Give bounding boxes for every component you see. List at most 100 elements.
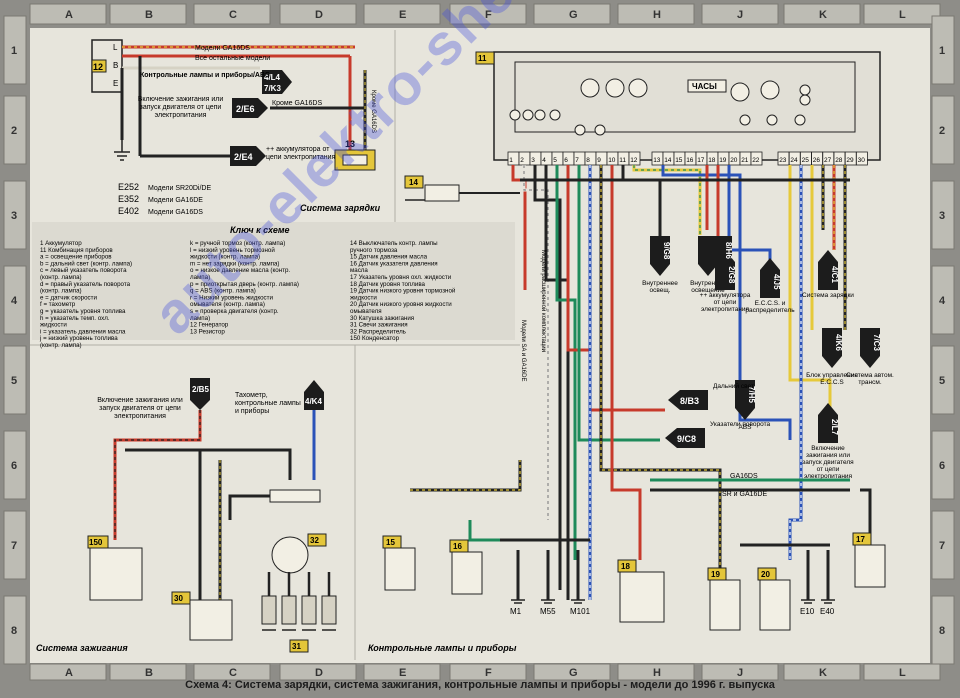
key-line: s = проверка двигателя (контр.	[190, 308, 279, 315]
key-line: o = низкое давление масла (контр.	[190, 267, 290, 274]
pin-27: 27	[824, 157, 832, 164]
grid-col-bottom-J: J	[737, 667, 743, 679]
svg-text:4/K6: 4/K6	[834, 334, 843, 351]
spark-plug	[281, 595, 297, 625]
key-line: l = низкий уровень тормозной	[190, 247, 275, 254]
pin-7: 7	[575, 157, 579, 164]
key-line: 1 Аккумулятор	[40, 240, 82, 247]
key-col-2: k = ручной тормоз (контр. лампа)l = низк…	[190, 240, 299, 335]
lamp-bulb	[739, 114, 751, 126]
pin-25: 25	[802, 157, 810, 164]
key-line: k = ручной тормоз (контр. лампа)	[190, 240, 285, 247]
lamp-label: Контрольные лампы и приборы/ABS	[140, 71, 270, 79]
pin-22: 22	[752, 157, 760, 164]
pin-13: 13	[653, 157, 661, 164]
note-except-ga16ds-v: Кроме GA16DS	[370, 90, 376, 133]
grid-row-right-3: 3	[939, 210, 945, 222]
key-line: 11 Комбинация приборов	[40, 247, 113, 254]
ground-m55: M55	[540, 607, 556, 616]
pin-26: 26	[813, 157, 821, 164]
key-line: 19 Датчик низкого уровня тормозной	[350, 288, 456, 295]
key-line: b = дальний свет (контр. лампа)	[40, 260, 132, 267]
grid-col-J: J	[737, 9, 743, 21]
sensor-17	[854, 544, 886, 588]
grid-col-K: K	[819, 9, 827, 21]
comp-30-label: 30	[174, 594, 183, 603]
grid-col-bottom-H: H	[653, 667, 661, 679]
sensor-19-label: 19	[711, 570, 720, 579]
section-ignition: Система зажигания	[36, 643, 128, 653]
grid-col-A: A	[65, 9, 73, 21]
spark-plug	[321, 595, 337, 625]
key-title: Ключ к схеме	[230, 225, 290, 235]
grid-row-right-7: 7	[939, 540, 945, 552]
pin-28: 28	[835, 157, 843, 164]
pin-11: 11	[619, 157, 626, 164]
grid-col-E: E	[399, 9, 406, 21]
grid-row-4: 4	[11, 295, 18, 307]
key-line: 32 Распределитель	[350, 328, 406, 335]
note-ga16ds: Модели GA16DS	[195, 45, 250, 52]
svg-text:2/L7: 2/L7	[830, 419, 839, 436]
key-line: 31 Свечи зажигания	[350, 322, 408, 329]
terminal-l: L	[113, 43, 118, 52]
vlabel-sa-ga16de: Модели SA и GA16DE	[520, 320, 526, 381]
key-line: 18 Датчик уровня топлива	[350, 281, 426, 288]
tacho-label: Тахометр, контрольные лампы и приборы	[235, 392, 301, 415]
lamp-bulb	[522, 109, 534, 121]
section-charging: Система зарядки	[300, 203, 381, 213]
key-line: 20 Датчик низкого уровня жидкости	[350, 301, 452, 308]
section-lamps: Контрольные лампы и приборы	[368, 643, 517, 653]
grid-col-G: G	[569, 9, 578, 21]
spark-plug	[261, 595, 277, 625]
svg-text:9/G8: 9/G8	[662, 242, 671, 260]
grid-row-7: 7	[11, 540, 17, 552]
pin-5: 5	[553, 157, 557, 164]
key-line: m = нет зарядки (контр. лампа)	[190, 260, 279, 267]
svg-text:4/C1: 4/C1	[830, 266, 839, 283]
key-line: 14 Выключатель контр. лампы	[350, 240, 438, 247]
key-line: масла	[350, 267, 368, 274]
grid-col-bottom-K: K	[819, 667, 827, 679]
svg-text:E402: E402	[118, 206, 139, 216]
key-line: 16 Датчик указателя давления	[350, 260, 438, 267]
grid-row-right-5: 5	[939, 375, 945, 387]
grid-col-bottom-D: D	[315, 667, 323, 679]
key-line: (контр. лампа)	[40, 342, 82, 349]
svg-text:E252: E252	[118, 182, 139, 192]
key-line: c = левый указатель поворота	[40, 267, 127, 274]
comp-13-label: 13	[345, 139, 355, 149]
key-line: 150 Конденсатор	[350, 335, 400, 342]
vlabel-extended: Модели расширенной комплектации	[540, 250, 547, 352]
sensor-19	[709, 579, 741, 631]
sensor-20-label: 20	[761, 570, 770, 579]
pin-16: 16	[686, 157, 694, 164]
key-line: 12 Генератор	[190, 322, 229, 329]
ref-2b5: 2/B5	[192, 385, 209, 394]
key-line: d = правый указатель поворота	[40, 281, 131, 288]
pin-17: 17	[697, 157, 705, 164]
grid-col-D: D	[315, 9, 323, 21]
ref-2e6: 2/E6	[236, 104, 255, 114]
batt-label-top: ++ аккумулятора от цепи электропитания	[266, 146, 336, 161]
pin-12: 12	[630, 157, 638, 164]
grid-row-3: 3	[11, 210, 17, 222]
lamp-bulb	[534, 109, 546, 121]
key-line: 30 Катушка зажигания	[350, 315, 414, 322]
grid-row-6: 6	[11, 460, 17, 472]
pin-29: 29	[846, 157, 854, 164]
key-col-3: 14 Выключатель контр. лампы ручного торм…	[350, 240, 456, 342]
lamp-bulb	[594, 124, 606, 136]
lamp-bulb	[794, 114, 806, 126]
grid-row-right-6: 6	[939, 460, 945, 472]
key-line: (контр. лампа)	[40, 274, 82, 281]
key-line: g = указатель уровня топлива	[40, 308, 126, 315]
comp-32-label: 32	[310, 536, 319, 545]
gauge-dial	[730, 82, 750, 102]
grid-col-L: L	[899, 9, 906, 21]
grid-row-2: 2	[11, 125, 17, 137]
sensor-17-label: 17	[856, 535, 865, 544]
